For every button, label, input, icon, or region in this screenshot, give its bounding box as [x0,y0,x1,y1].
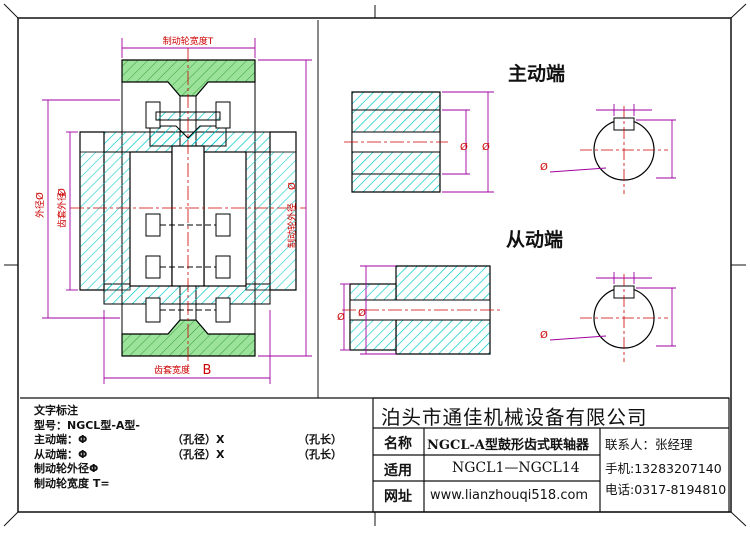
brake-wheel-width-label: 制动轮宽度T [163,35,214,47]
phone-number: 电话:0317-8194810 [605,482,727,497]
name-value: NGCL-A型鼓形齿式联轴器 [427,438,589,453]
gear-sleeve-od-symbol: Ø [56,188,68,196]
contact-person: 联系人：张经理 [605,437,693,452]
coupling-section-view [42,38,312,384]
notes-model: 型号：NGCL型-A型- [34,418,140,432]
annotation-notes: 文字标注 型号：NGCL型-A型- 主动端：Φ （孔径）X （孔长） 从动端：Φ… [34,404,342,492]
website-link[interactable]: www.lianzhouqi518.com [430,488,589,503]
brake-wheel-od-symbol: Ø [286,182,298,190]
outer-diameter-label: 外径 [34,200,46,218]
outer-diameter-symbol: Ø [34,192,46,200]
gear-sleeve-width-symbol: B [203,363,212,378]
title-block-grid [372,397,730,513]
driving-end-title: 主动端 [508,62,565,85]
driven-bore-dia-symbol: Ø [540,329,548,341]
driven-end-title: 从动端 [506,228,563,251]
notes-brake-wheel-od: 制动轮外径Φ [34,462,99,476]
brake-wheel-bottom [121,319,256,357]
driven-end-hub-view [340,265,676,362]
driving-bore-dia-symbol: Ø [540,161,548,173]
notes-driven-end: 从动端：Φ [34,447,88,461]
notes-driving-hole-dia: （孔径）X [172,433,225,447]
mobile-number: 手机:13283207140 [605,461,722,476]
name-label: 名称 [384,436,412,452]
notes-driven-hole-length: （孔长） [298,447,342,461]
web-label: 网址 [384,489,412,505]
apply-value: NGCL1—NGCL14 [452,460,580,476]
notes-driving-hole-length: （孔长） [298,433,342,447]
notes-heading: 文字标注 [34,404,78,417]
notes-brake-wheel-width: 制动轮宽度 T= [34,476,110,490]
gear-sleeve-od-label: 齿套外径 [56,192,68,228]
notes-driving-end: 主动端：Φ [34,433,88,447]
driven-outer-dia-symbol: Ø [358,307,366,319]
gear-sleeve-width-label: 齿套宽度 [154,364,190,376]
brake-wheel-top [121,59,256,97]
company-name: 泊头市通佳机械设备有限公司 [381,406,648,429]
driving-outer-dia-symbol: Ø [482,141,490,153]
driving-end-hub-view [344,91,676,194]
driven-inner-dia-symbol: Ø [337,311,345,323]
apply-label: 适用 [384,463,412,479]
brake-wheel-od-label: 制动轮外径 [286,203,298,248]
driving-inner-dia-symbol: Ø [460,141,468,153]
notes-driven-hole-dia: （孔径）X [172,447,225,461]
